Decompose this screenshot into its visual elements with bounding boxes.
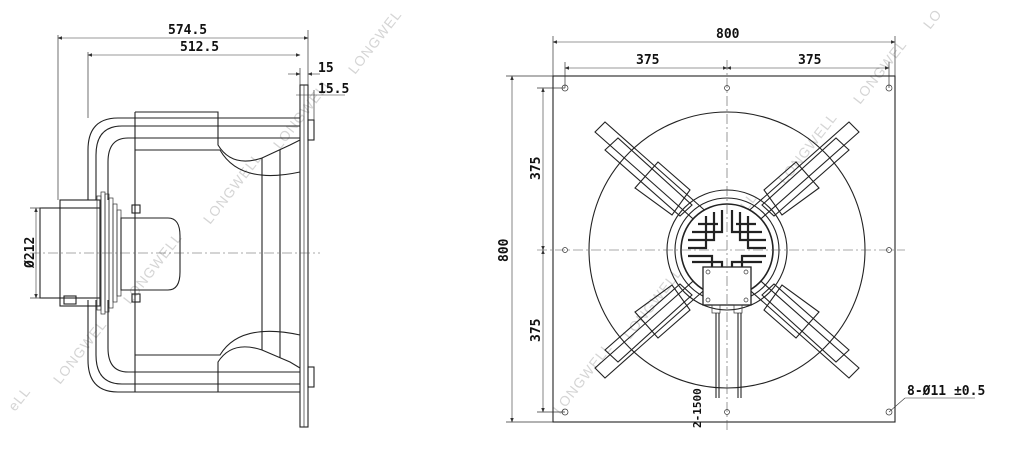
dim-hole-spacing-right: 375 — [798, 53, 821, 68]
watermark-text: LO — [920, 6, 945, 32]
guard-rail — [87, 117, 300, 200]
dim-mounting-holes: 8-Ø11 ±0.5 — [907, 384, 985, 399]
dim-body-depth: 512.5 — [180, 40, 219, 55]
watermark-text: LONGWELL — [120, 229, 185, 306]
dim-plate-thickness: 15 — [318, 61, 334, 76]
watermark-text: LONGWEL — [50, 316, 110, 387]
blade-openings — [634, 161, 820, 339]
guard-rail — [87, 300, 300, 393]
watermark-text: LONGWELL — [200, 149, 265, 226]
dim-plate-height: 800 — [497, 238, 512, 262]
dim-hole-spacing-left: 375 — [636, 53, 659, 68]
dim-motor-diameter: Ø212 — [23, 237, 38, 269]
dim-flange-offset: 15.5 — [318, 82, 349, 97]
side-view: 574.5 512.5 15 15.5 Ø212 — [23, 23, 349, 428]
watermark-text: LONGWEL — [345, 6, 405, 77]
dim-hole-spacing-bottom: 375 — [529, 319, 544, 342]
square-plate — [552, 75, 896, 423]
watermark-text: LONGWEL — [850, 36, 910, 107]
dim-cable-length: 2-1500 — [691, 388, 704, 428]
dim-total-depth: 574.5 — [168, 23, 207, 38]
front-view: 800 375 375 800 375 375 8-Ø11 ±0.5 2-150… — [497, 27, 985, 430]
watermark-text: eLL — [5, 383, 34, 414]
cables — [711, 304, 743, 398]
dim-plate-width: 800 — [716, 27, 740, 42]
dim-hole-spacing-top: 375 — [529, 157, 544, 180]
